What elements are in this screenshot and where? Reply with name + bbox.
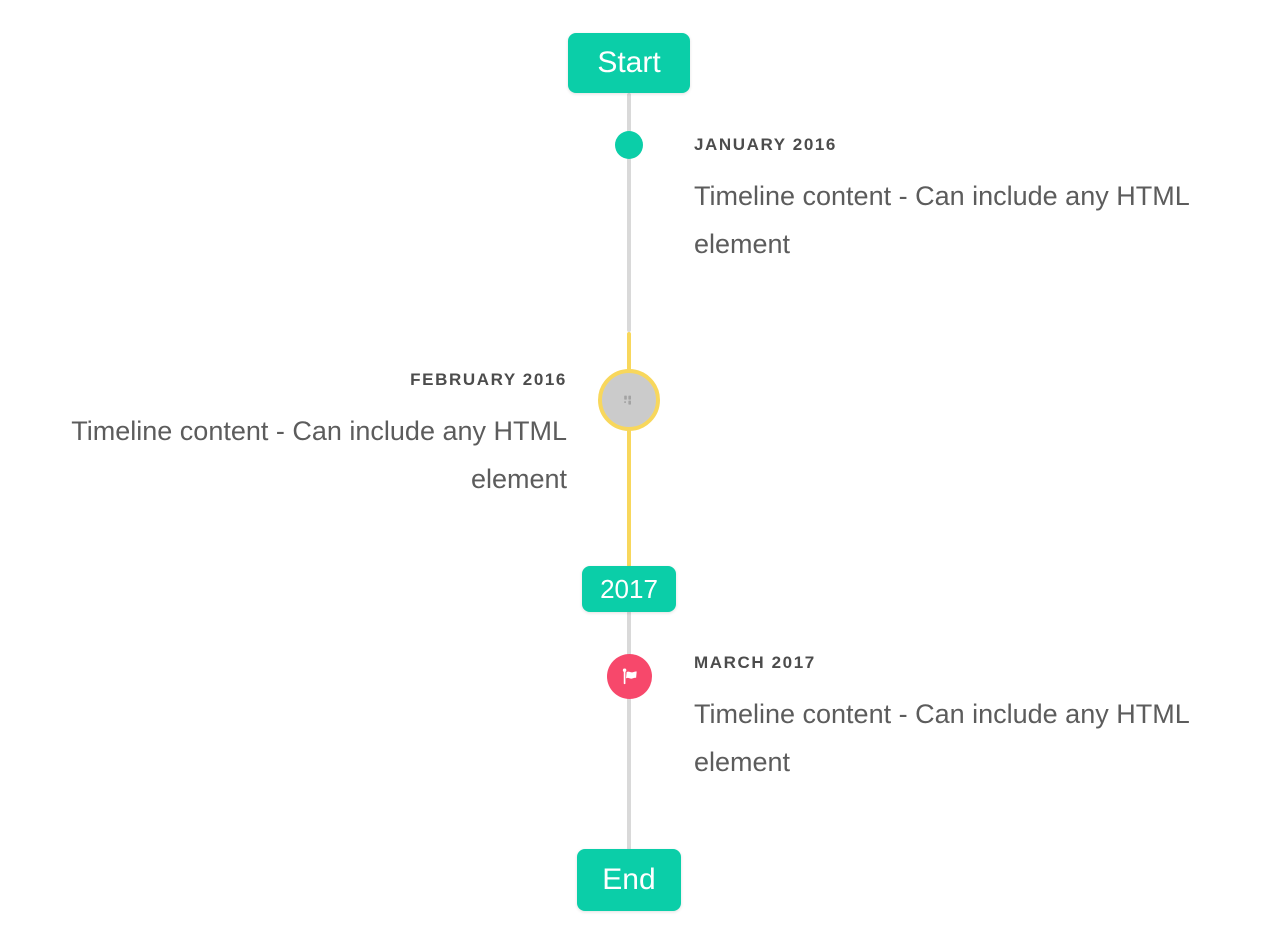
broken-image-icon [624, 395, 631, 405]
flag-icon [622, 667, 637, 684]
item-content-january-2016: Timeline content - Can include any HTML … [694, 181, 1189, 259]
timeline-item-february-2016: FEBRUARY 2016 Timeline content - Can inc… [37, 370, 567, 503]
timeline-end-button[interactable]: End [577, 849, 681, 911]
timeline-start-button[interactable]: Start [568, 33, 690, 93]
timeline-item-march-2017: MARCH 2017 Timeline content - Can includ… [694, 653, 1224, 786]
item-title-march-2017: MARCH 2017 [694, 653, 816, 672]
timeline-marker-avatar-february [598, 369, 660, 431]
item-title-february-2016: FEBRUARY 2016 [410, 370, 567, 389]
timeline-marker-flag-march [607, 654, 652, 699]
item-content-february-2016: Timeline content - Can include any HTML … [71, 416, 567, 494]
timeline-line-segment-bottom [627, 611, 631, 850]
timeline-item-january-2016: JANUARY 2016 Timeline content - Can incl… [694, 135, 1224, 268]
timeline-marker-dot-january [615, 131, 643, 159]
item-title-january-2016: JANUARY 2016 [694, 135, 837, 154]
timeline-line-segment-top [627, 93, 631, 332]
item-content-march-2017: Timeline content - Can include any HTML … [694, 699, 1189, 777]
timeline-line-segment-highlighted [627, 332, 631, 567]
timeline-year-badge-2017[interactable]: 2017 [582, 566, 676, 612]
